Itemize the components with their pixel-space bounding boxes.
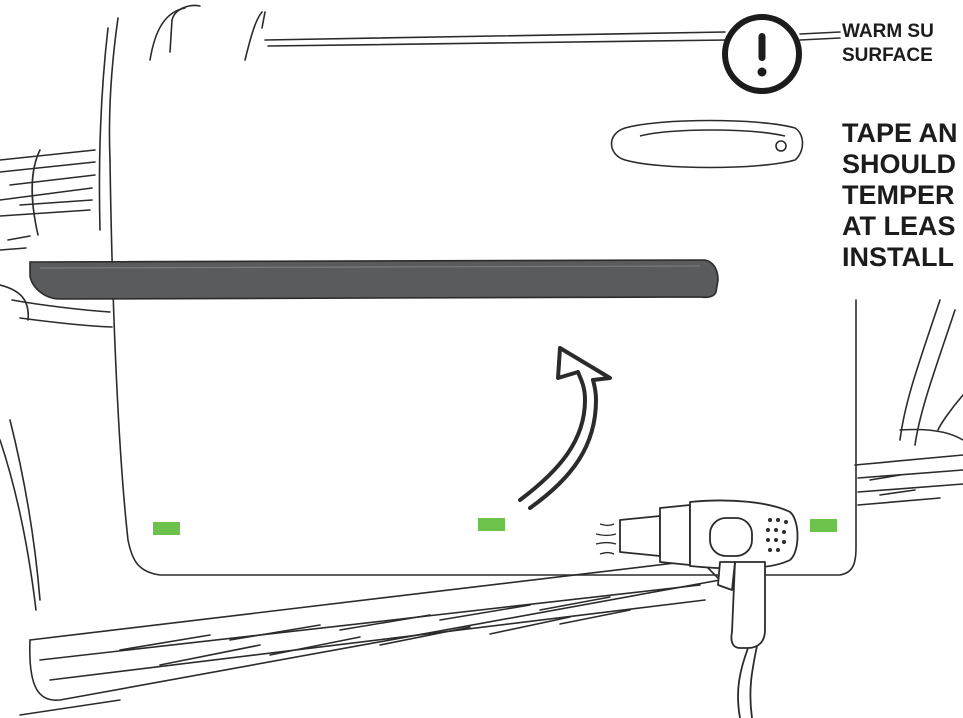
tape-marker-center	[478, 518, 505, 531]
running-board	[20, 560, 720, 715]
tape-marker-right	[810, 519, 837, 532]
door-handle	[611, 121, 802, 168]
warning-callout-large: TAPE AN SHOULD TEMPER AT LEAS INSTALL	[842, 118, 958, 273]
exclamation-circle-icon	[725, 17, 799, 91]
warning-callout-small: WARM SU SURFACE	[842, 20, 934, 68]
tape-marker-left	[153, 522, 180, 535]
curved-arrow-icon	[520, 348, 610, 508]
